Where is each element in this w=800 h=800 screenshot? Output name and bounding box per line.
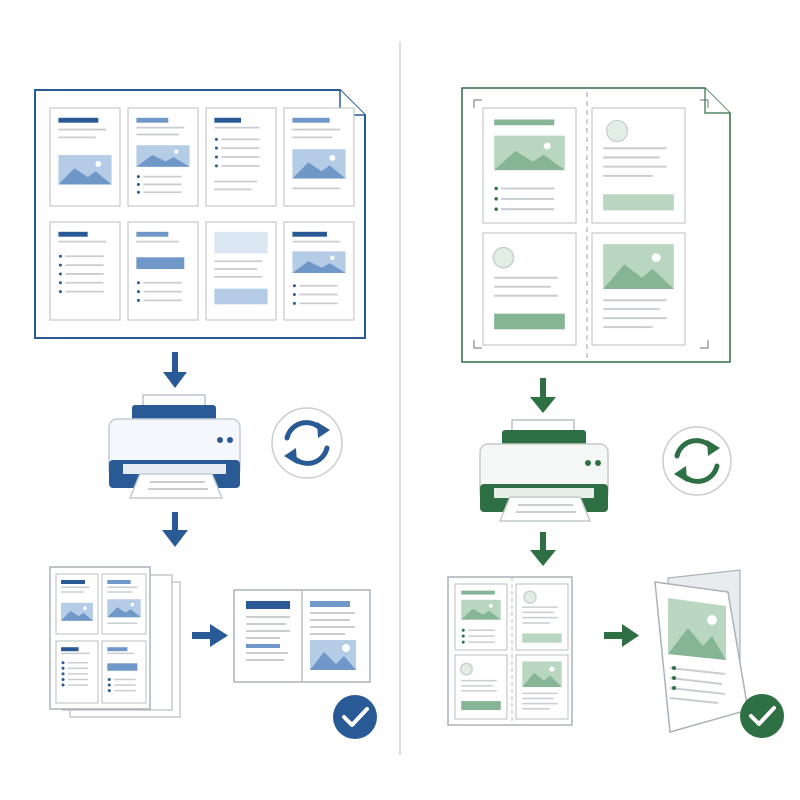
image-placeholder-icon [136, 145, 190, 167]
image-placeholder-icon [461, 599, 501, 620]
page-thumbnail [454, 583, 508, 651]
right-sheet-of-pages [461, 87, 731, 363]
page-thumbnail [127, 221, 199, 321]
page-thumbnail [482, 232, 577, 346]
image-placeholder-icon [61, 602, 93, 621]
page-thumbnail [49, 221, 121, 321]
image-placeholder-icon [58, 155, 112, 185]
page-thumbnail [205, 107, 277, 207]
printed-stack [49, 566, 181, 718]
image-placeholder-icon [292, 149, 346, 179]
image-placeholder-icon [494, 135, 565, 171]
image-placeholder-icon [107, 599, 141, 618]
image-placeholder-icon [603, 244, 674, 289]
page-thumbnail [101, 573, 147, 635]
page-thumbnail [482, 107, 577, 224]
right-panel [447, 87, 784, 738]
printer-icon [108, 394, 241, 499]
page-thumbnail [591, 232, 686, 346]
right-arrow-icon [604, 624, 639, 647]
left-sheet-of-pages [34, 89, 366, 339]
page-thumbnail [205, 221, 277, 321]
page-thumbnail [49, 107, 121, 207]
page-thumbnail [101, 640, 147, 704]
check-icon [740, 694, 784, 738]
right-page-grid [482, 107, 686, 346]
printed-sheet [447, 576, 573, 726]
left-panel [34, 89, 377, 739]
image-placeholder-icon [522, 661, 562, 687]
page-thumbnail [55, 573, 99, 635]
down-arrow-icon [163, 352, 187, 388]
image-placeholder-icon [292, 251, 346, 273]
page-thumbnail [55, 640, 99, 704]
down-arrow-icon [530, 378, 556, 413]
refresh-icon [271, 407, 343, 479]
refresh-icon [662, 426, 732, 496]
open-booklet [233, 589, 371, 683]
page-thumbnail [283, 107, 355, 207]
page-thumbnail [127, 107, 199, 207]
left-page-grid [49, 107, 355, 321]
page-thumbnail [591, 107, 686, 224]
image-placeholder-icon [310, 640, 356, 670]
folded-booklet [654, 569, 749, 733]
check-icon [333, 695, 377, 739]
down-arrow-icon [162, 512, 188, 547]
page-thumbnail [454, 654, 508, 720]
right-arrow-icon [192, 624, 228, 647]
page-thumbnail [515, 654, 569, 720]
page-thumbnail [283, 221, 355, 321]
down-arrow-icon [530, 532, 556, 566]
page-thumbnail [515, 583, 569, 651]
printer-icon [479, 419, 609, 522]
